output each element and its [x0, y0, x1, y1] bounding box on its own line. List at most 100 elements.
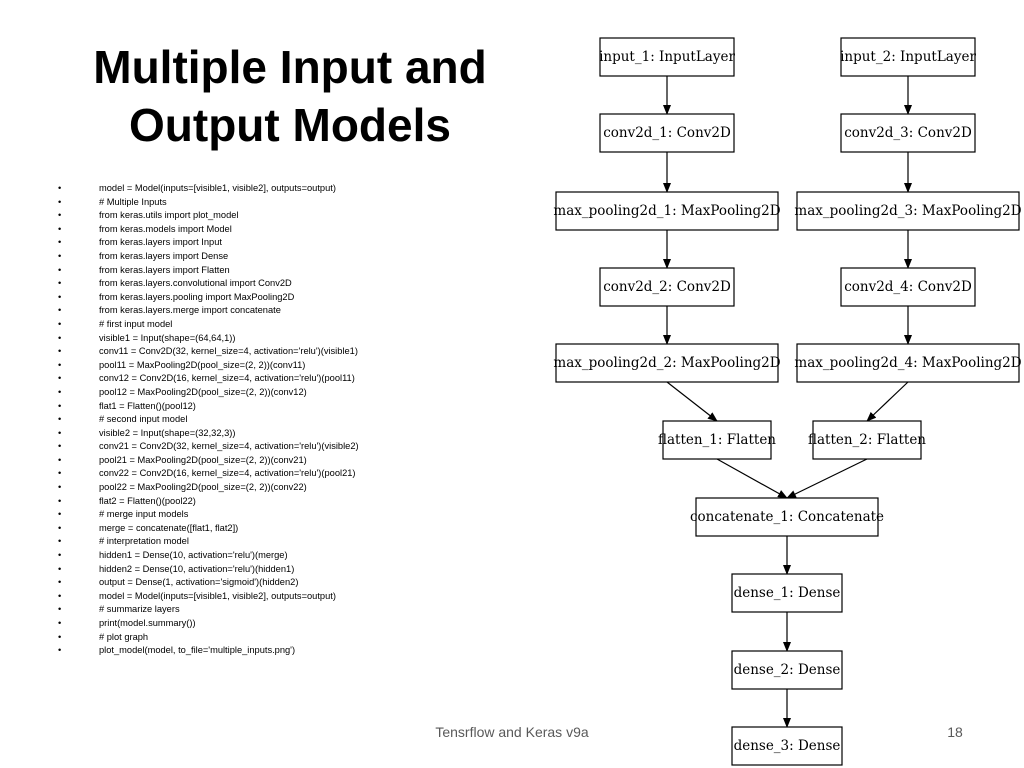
layer-node-label: max_pooling2d_3: MaxPooling2D [794, 203, 1021, 219]
layer-node-box [731, 650, 843, 690]
layer-node-label: max_pooling2d_1: MaxPooling2D [553, 203, 780, 219]
code-line-text: model = Model(inputs=[visible1, visible2… [99, 590, 336, 601]
layer-node-conv2d-1: conv2d_1: Conv2D [599, 113, 735, 153]
bullet-icon: • [58, 264, 62, 275]
code-line: • conv11 = Conv2D(32, kernel_size=4, acti… [58, 345, 359, 359]
layer-node-dense-3: dense_3: Dense [731, 726, 843, 766]
code-line-text: conv11 = Conv2D(32, kernel_size=4, activ… [99, 346, 358, 357]
bullet-icon: • [58, 495, 62, 506]
edge-arrow-line [666, 381, 718, 422]
code-bullet-list: • model = Model(inputs=[visible1, visible… [58, 182, 359, 658]
code-line-text: from keras.models import Model [99, 223, 232, 234]
edge-arrow [716, 458, 788, 499]
code-line: •from keras.layers import Input [58, 236, 359, 250]
code-line: • pool22 = MaxPooling2D(pool_size=(2, 2))… [58, 481, 359, 495]
code-line-text: plot_model(model, to_file='multiple_inpu… [99, 645, 296, 656]
code-line: • pool12 = MaxPooling2D(pool_size=(2, 2))… [58, 386, 359, 400]
bullet-icon: • [58, 563, 62, 574]
edge-arrow [666, 381, 718, 422]
code-line: •conv12 = Conv2D(16, kernel_size=4, acti… [58, 372, 359, 386]
code-line-text: from keras.utils import plot_model [99, 210, 239, 221]
layer-node-max-pooling2d-2: max_pooling2d_2: MaxPooling2D [553, 343, 781, 383]
layer-node-label: flatten_1: Flatten [658, 432, 776, 448]
bullet-icon: • [58, 482, 62, 493]
layer-node-box [599, 113, 735, 153]
bullet-icon: • [58, 522, 62, 533]
layer-node-conv2d-4: conv2d_4: Conv2D [840, 267, 976, 307]
code-line: •conv22 = Conv2D(16, kernel_size=4, acti… [58, 467, 359, 481]
bullet-icon: • [58, 250, 62, 261]
code-line: •pool21 = MaxPooling2D(pool_size=(2, 2))… [58, 454, 359, 468]
layer-node-box [840, 37, 976, 77]
bullet-icon: • [58, 454, 62, 465]
layer-node-label: flatten_2: Flatten [808, 432, 926, 448]
code-line-text: # merge input models [99, 509, 189, 520]
code-line-text: visible2 = Input(shape=(32,32,3)) [99, 427, 236, 438]
bullet-icon: • [58, 183, 62, 193]
code-line: • conv21 = Conv2D(32, kernel_size=4, acti… [58, 440, 359, 454]
bullet-icon: • [58, 550, 62, 561]
code-line: •# first input model [58, 318, 359, 332]
layer-node-label: input_1: InputLayer [599, 49, 735, 65]
layer-node-label: conv2d_4: Conv2D [844, 279, 972, 295]
code-line: •flat2 = Flatten()(pool22) [58, 495, 359, 509]
layer-node-concatenate-1: concatenate_1: Concatenate [690, 497, 884, 537]
code-line: •from keras.layers.merge import concaten… [58, 304, 359, 318]
code-line-text: output = Dense(1, activation='sigmoid')(… [99, 577, 299, 588]
slide-number: 18 [947, 724, 963, 740]
edge-arrow-line [716, 458, 788, 499]
code-line: • plot_model(model, to_file='multiple_inp… [58, 644, 359, 658]
code-line-text: from keras.layers.convolutional import C… [99, 278, 292, 289]
bullet-icon: • [58, 278, 62, 289]
bullet-icon: • [58, 210, 62, 221]
layer-node-input-1: input_1: InputLayer [599, 37, 735, 77]
code-line: • model = Model(inputs=[visible1, visible… [58, 182, 359, 196]
layer-node-label: dense_2: Dense [734, 662, 841, 678]
layer-node-label: concatenate_1: Concatenate [690, 509, 884, 525]
bullet-icon: • [58, 536, 62, 547]
bullet-icon: • [58, 386, 62, 397]
footer-text: Tensrflow and Keras v9a [435, 724, 589, 740]
layer-node-label: dense_1: Dense [734, 585, 841, 601]
code-line: •from keras.layers import Flatten [58, 264, 359, 278]
layer-node-input-2: input_2: InputLayer [840, 37, 976, 77]
code-line-text: merge = concatenate([flat1, flat2]) [99, 522, 239, 533]
code-line-text: pool12 = MaxPooling2D(pool_size=(2, 2))(… [99, 386, 307, 397]
bullet-icon: • [58, 373, 62, 384]
code-line: •# Multiple Inputs [58, 196, 359, 210]
layer-node-box [796, 191, 1020, 231]
layer-node-box [840, 113, 976, 153]
code-line: •visible1 = Input(shape=(64,64,1)) [58, 332, 359, 346]
bullet-icon: • [58, 441, 62, 452]
layer-node-box [555, 191, 779, 231]
code-line-text: pool22 = MaxPooling2D(pool_size=(2, 2))(… [99, 482, 307, 493]
layer-node-box [599, 267, 735, 307]
code-line: •# plot graph [58, 631, 359, 645]
bullet-icon: • [58, 318, 62, 329]
code-line-text: hidden1 = Dense(10, activation='relu')(m… [99, 550, 288, 561]
code-line-text: print(model.summary()) [99, 618, 196, 628]
layer-node-box [555, 343, 779, 383]
code-line-text: # second input model [99, 414, 188, 425]
code-line: •from keras.layers import Dense [58, 250, 359, 264]
edge-arrow-line [866, 381, 909, 422]
code-line: •pool11 = MaxPooling2D(pool_size=(2, 2))… [58, 359, 359, 373]
layer-node-box [731, 573, 843, 613]
bullet-icon: • [58, 346, 62, 357]
bullet-icon: • [58, 645, 62, 656]
edge-arrow [786, 458, 868, 499]
code-line-text: model = Model(inputs=[visible1, visible2… [99, 183, 336, 193]
bullet-icon: • [58, 400, 62, 411]
bullet-icon: • [58, 359, 62, 370]
edge-arrow [866, 381, 909, 422]
code-line-text: conv21 = Conv2D(32, kernel_size=4, activ… [99, 441, 359, 452]
code-line-text: from keras.layers.pooling import MaxPool… [99, 291, 295, 302]
layer-node-dense-2: dense_2: Dense [731, 650, 843, 690]
bullet-icon: • [58, 590, 62, 601]
code-line: • from keras.utils import plot_model [58, 209, 359, 223]
bullet-icon: • [58, 509, 62, 520]
layer-node-label: dense_3: Dense [734, 738, 841, 754]
code-line-text: # plot graph [99, 631, 149, 642]
bullet-icon: • [58, 223, 62, 234]
